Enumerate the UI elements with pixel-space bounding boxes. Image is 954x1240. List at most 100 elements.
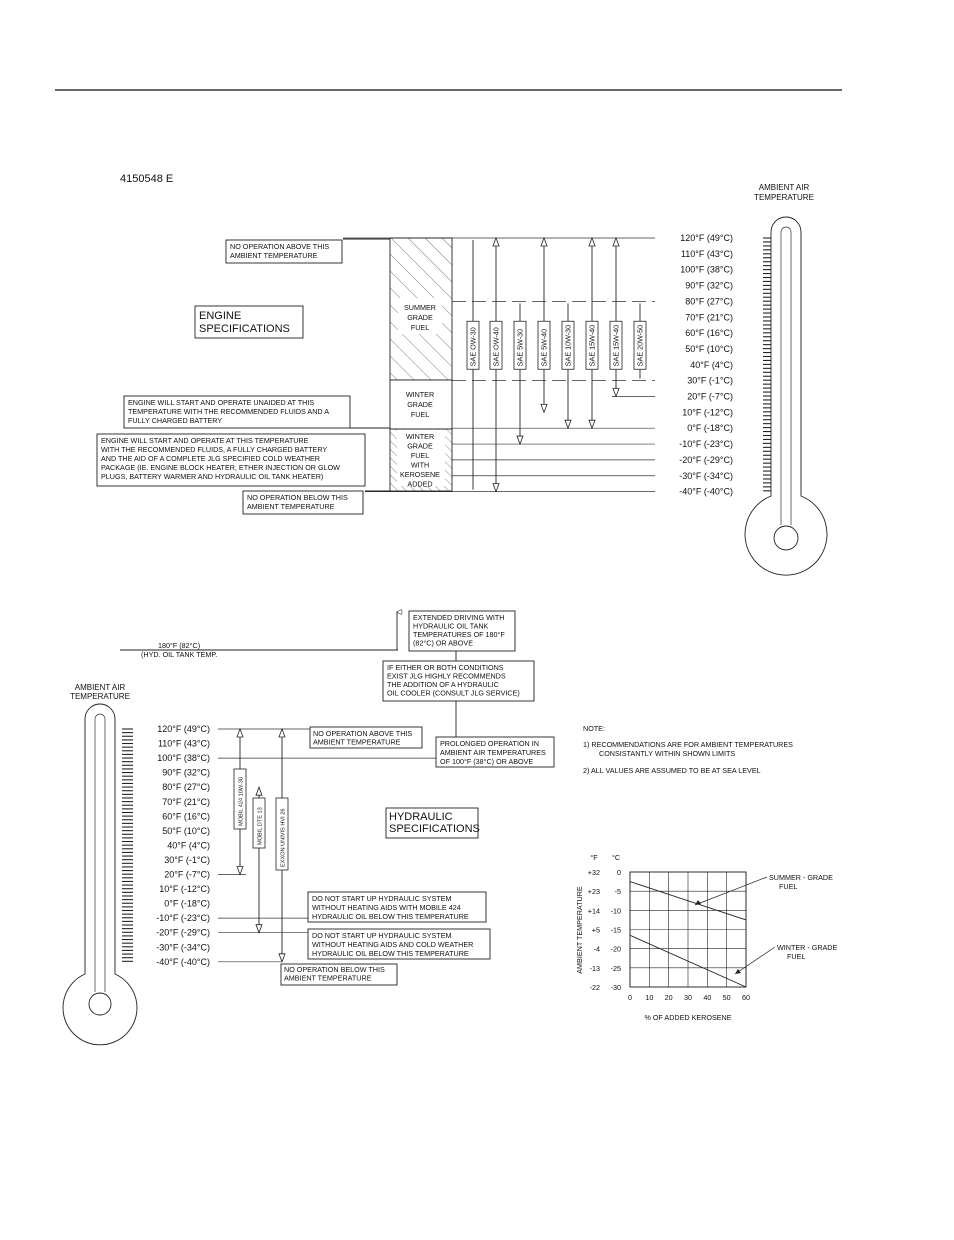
text-line: THE ADDITION OF A HYDRAULIC: [387, 680, 499, 689]
text-line: NO OPERATION ABOVE THIS: [313, 729, 412, 738]
engine-oil-bar: SAE OW-40: [489, 236, 503, 493]
engine-temp-label: 90°F (32°C): [685, 281, 733, 291]
y-tick-label-c: -20: [611, 945, 621, 954]
text-line: AMBIENT AIR TEMPERATURES: [440, 748, 546, 757]
hydraulic-temp-label: 40°F (4°C): [167, 840, 210, 850]
hydraulic-tank-temperature-label: 180°F (82°C)(HYD. OIL TANK TEMP.: [141, 641, 217, 659]
document-id: 4150548 E: [120, 173, 173, 185]
engine-oil-bar: SAE 20W-50: [633, 303, 647, 379]
engine-oil-label: SAE OW-30: [469, 327, 478, 366]
arrow-up-icon: [588, 236, 596, 247]
hydraulic-oil-bar: EXXON UNIVIS HVI 26: [275, 727, 289, 963]
y-tick-label-f: +5: [592, 926, 600, 935]
text-line: EXTENDED DRIVING WITH: [413, 613, 504, 622]
text-line: FUEL: [411, 410, 429, 419]
engine-oil-bar: SAE OW-30: [466, 240, 480, 490]
text-line: NO OPERATION ABOVE THIS: [230, 242, 329, 251]
callout-arrow-icon: [735, 969, 741, 974]
text-line: AND THE AID OF A COMPLETE JLG SPECIFIED …: [101, 454, 320, 463]
annotation-line: SUMMER - GRADE: [769, 873, 833, 882]
text-line: SUMMER: [404, 303, 436, 312]
text-line: FUEL: [411, 451, 429, 460]
oil-label-box: [609, 320, 623, 370]
x-tick-label: 50: [723, 993, 731, 1002]
hydraulic-title-box: [385, 807, 479, 839]
hydraulic-temp-label: 20°F (-7°C): [164, 870, 210, 880]
hydraulic-temp-label: 120°F (49°C): [157, 724, 210, 734]
engine-oil-bar: SAE 5W-40: [537, 236, 551, 414]
engine-temp-label: 50°F (10°C): [685, 344, 733, 354]
x-tick-label: 40: [703, 993, 711, 1002]
hydraulic-temp-label: -30°F (-34°C): [156, 942, 210, 952]
note-line: 2) ALL VALUES ARE ASSUMED TO BE AT SEA L…: [583, 766, 761, 775]
y-tick-label-f: +32: [588, 868, 600, 877]
y-tick-label-f: -22: [590, 983, 600, 992]
engine-temp-label: 0°F (-18°C): [687, 423, 733, 433]
arrow-up-icon: [540, 236, 548, 247]
engine-temp-label: 30°F (-1°C): [687, 376, 733, 386]
text-line: NO OPERATION BELOW THIS: [247, 493, 348, 502]
text-line: PROLONGED OPERATION IN: [440, 739, 539, 748]
engine-temp-label: 100°F (38°C): [680, 265, 733, 275]
y-tick-label-c: -25: [611, 964, 621, 973]
y-tick-label-c: -15: [611, 926, 621, 935]
text-line: AMBIENT TEMPERATURE: [247, 502, 335, 511]
hydraulic-oil-label: EXXON UNIVIS HVI 26: [281, 809, 287, 867]
arrow-down-icon: [255, 924, 263, 934]
y-axis-label: AMBIENT TEMPERATURE: [575, 886, 584, 974]
arrow-up-icon: [492, 236, 500, 247]
engine-temp-label: 20°F (-7°C): [687, 392, 733, 402]
arrow-down-icon: [236, 866, 244, 876]
oil-label-box: [561, 320, 575, 370]
engine-oil-bar: SAE 15W-40: [585, 236, 599, 430]
engine-temp-label: 80°F (27°C): [685, 296, 733, 306]
arrow-up-icon: [612, 236, 620, 247]
text-line: GRADE: [407, 400, 433, 409]
callout-leader: [734, 946, 776, 975]
hydraulic-oil-label: MOBIL 424 10W-30: [239, 777, 245, 826]
x-tick-label: 20: [665, 993, 673, 1002]
arrow-down-icon: [492, 483, 500, 493]
text-line: AMBIENT TEMPERATURE: [313, 738, 401, 747]
text-line: GRADE: [407, 313, 433, 322]
y-tick-label-c: -10: [611, 906, 621, 915]
text-line: HYDRAULIC OIL TANK: [413, 622, 489, 631]
engine-temp-label: 10°F (-12°C): [682, 407, 733, 417]
general-notes: NOTE: 1) RECOMMENDATIONS ARE FOR AMBIENT…: [583, 724, 793, 775]
y-tick-label-c: -5: [615, 887, 621, 896]
text-line: ENGINE: [199, 310, 241, 322]
engine-temp-label: 70°F (21°C): [685, 312, 733, 322]
note-line: CONSISTANTLY WITHIN SHOWN LIMITS: [599, 749, 735, 758]
x-axis-label: % OF ADDED KEROSENE: [644, 1013, 731, 1022]
arrow-down-icon: [588, 419, 596, 430]
text-line: NO OPERATION BELOW THIS: [284, 965, 385, 974]
arrow-up-icon: [236, 727, 244, 738]
text-line: IF EITHER OR BOTH CONDITIONS: [387, 663, 504, 672]
x-tick-label: 0: [628, 993, 632, 1002]
oil-label-box: [466, 320, 480, 370]
text-line: SPECIFICATIONS: [389, 823, 480, 835]
text-line: TEMPERATURE WITH THE RECOMMENDED FLUIDS …: [128, 407, 329, 416]
text-line: FULLY CHARGED BATTERY: [128, 416, 222, 425]
engine-cold-weather-package-note: ENGINE WILL START AND OPERATE AT THIS TE…: [101, 436, 340, 481]
y-tick-label-f: +23: [588, 887, 600, 896]
engine-temp-label: -10°F (-23°C): [679, 439, 733, 449]
engine-unaided-start-note: ENGINE WILL START AND OPERATE UNAIDED AT…: [128, 398, 329, 425]
annotation-line: FUEL: [779, 882, 797, 891]
oil-label-box: [233, 768, 247, 830]
oil-label-box: [537, 320, 551, 370]
text-line: WITHOUT HEATING AIDS WITH MOBILE 424: [312, 903, 461, 912]
text-line: AMBIENT TEMPERATURE: [284, 974, 372, 983]
arrow-up-icon: [255, 786, 263, 796]
